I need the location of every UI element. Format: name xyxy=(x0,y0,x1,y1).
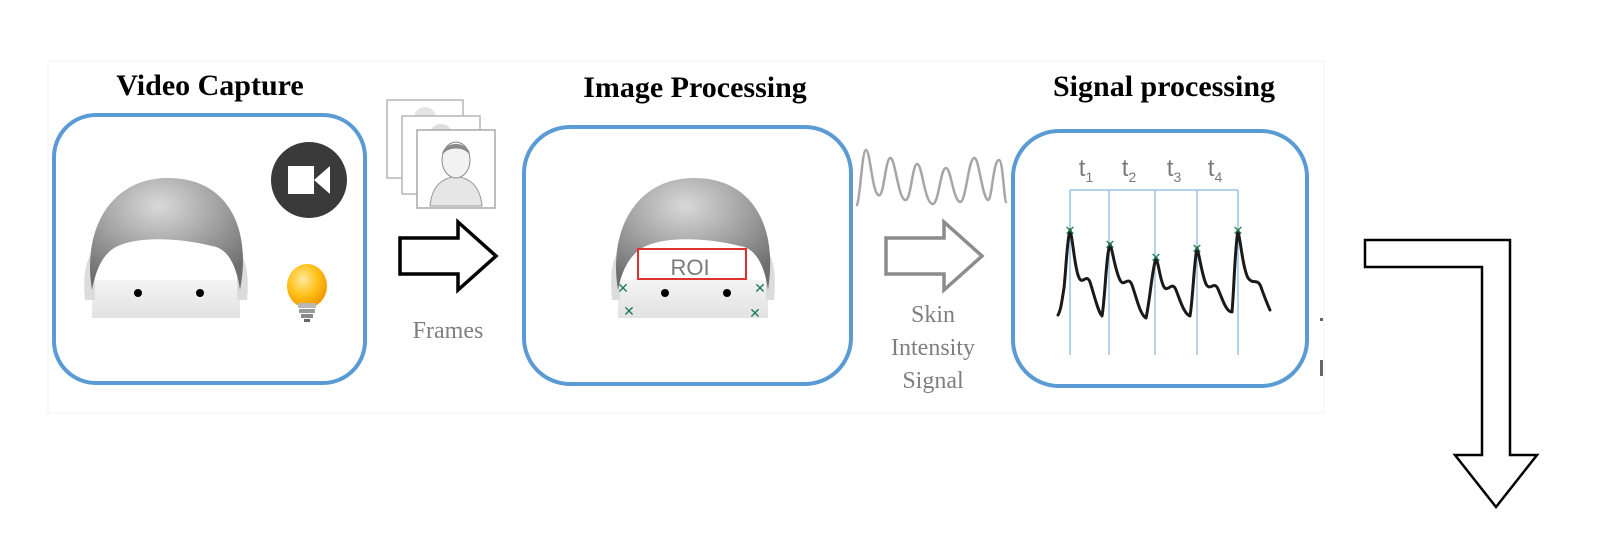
face-icon xyxy=(84,178,248,318)
roi-box xyxy=(637,248,747,280)
skin-signal-label-line: Signal xyxy=(902,368,964,394)
image-processing-panel xyxy=(522,125,853,386)
frames-stack-icon xyxy=(386,99,496,209)
ppg-waveform xyxy=(1056,228,1272,320)
skin-signal-label-line: Intensity xyxy=(891,335,975,361)
peak-marker: ✕ xyxy=(1065,224,1076,239)
peak-marker: ✕ xyxy=(1233,224,1244,239)
landmark-marker: ✕ xyxy=(617,281,629,297)
image-processing-title: Image Processing xyxy=(583,71,807,104)
video-capture-title: Video Capture xyxy=(116,69,304,102)
roi-label: ROI xyxy=(670,255,709,280)
interval-label-t2: t2 xyxy=(1122,155,1137,185)
frames-arrow xyxy=(398,218,499,294)
landmark-marker: ✕ xyxy=(754,281,766,297)
frames-label: Frames xyxy=(413,318,484,344)
peak-marker: ✕ xyxy=(1105,238,1116,253)
signal-processing-title: Signal processing xyxy=(1053,70,1275,103)
peak-marker: ✕ xyxy=(1151,251,1162,266)
raw-intensity-waveform xyxy=(855,148,1008,207)
face-with-roi-icon xyxy=(611,178,775,318)
signal-processing-panel xyxy=(1011,129,1309,388)
facial-landmark-markers: ✕ ✕ ✕ ✕ xyxy=(617,281,766,322)
light-bulb-icon xyxy=(287,264,327,322)
interval-markers xyxy=(1069,189,1239,355)
output-down-arrow xyxy=(1363,238,1540,510)
clipped-edge-fragments xyxy=(1320,318,1323,376)
interval-label-t3: t3 xyxy=(1167,155,1182,185)
interval-label-t4: t4 xyxy=(1208,155,1223,185)
video-camera-icon xyxy=(271,142,347,218)
landmark-marker: ✕ xyxy=(623,304,635,320)
peak-markers: ✕ ✕ ✕ ✕ ✕ xyxy=(1065,224,1244,266)
skin-signal-arrow xyxy=(884,218,985,294)
interval-label-t1: t1 xyxy=(1079,155,1094,185)
skin-signal-label-line: Skin xyxy=(911,302,955,328)
peak-marker: ✕ xyxy=(1192,242,1203,257)
landmark-marker: ✕ xyxy=(749,306,761,322)
